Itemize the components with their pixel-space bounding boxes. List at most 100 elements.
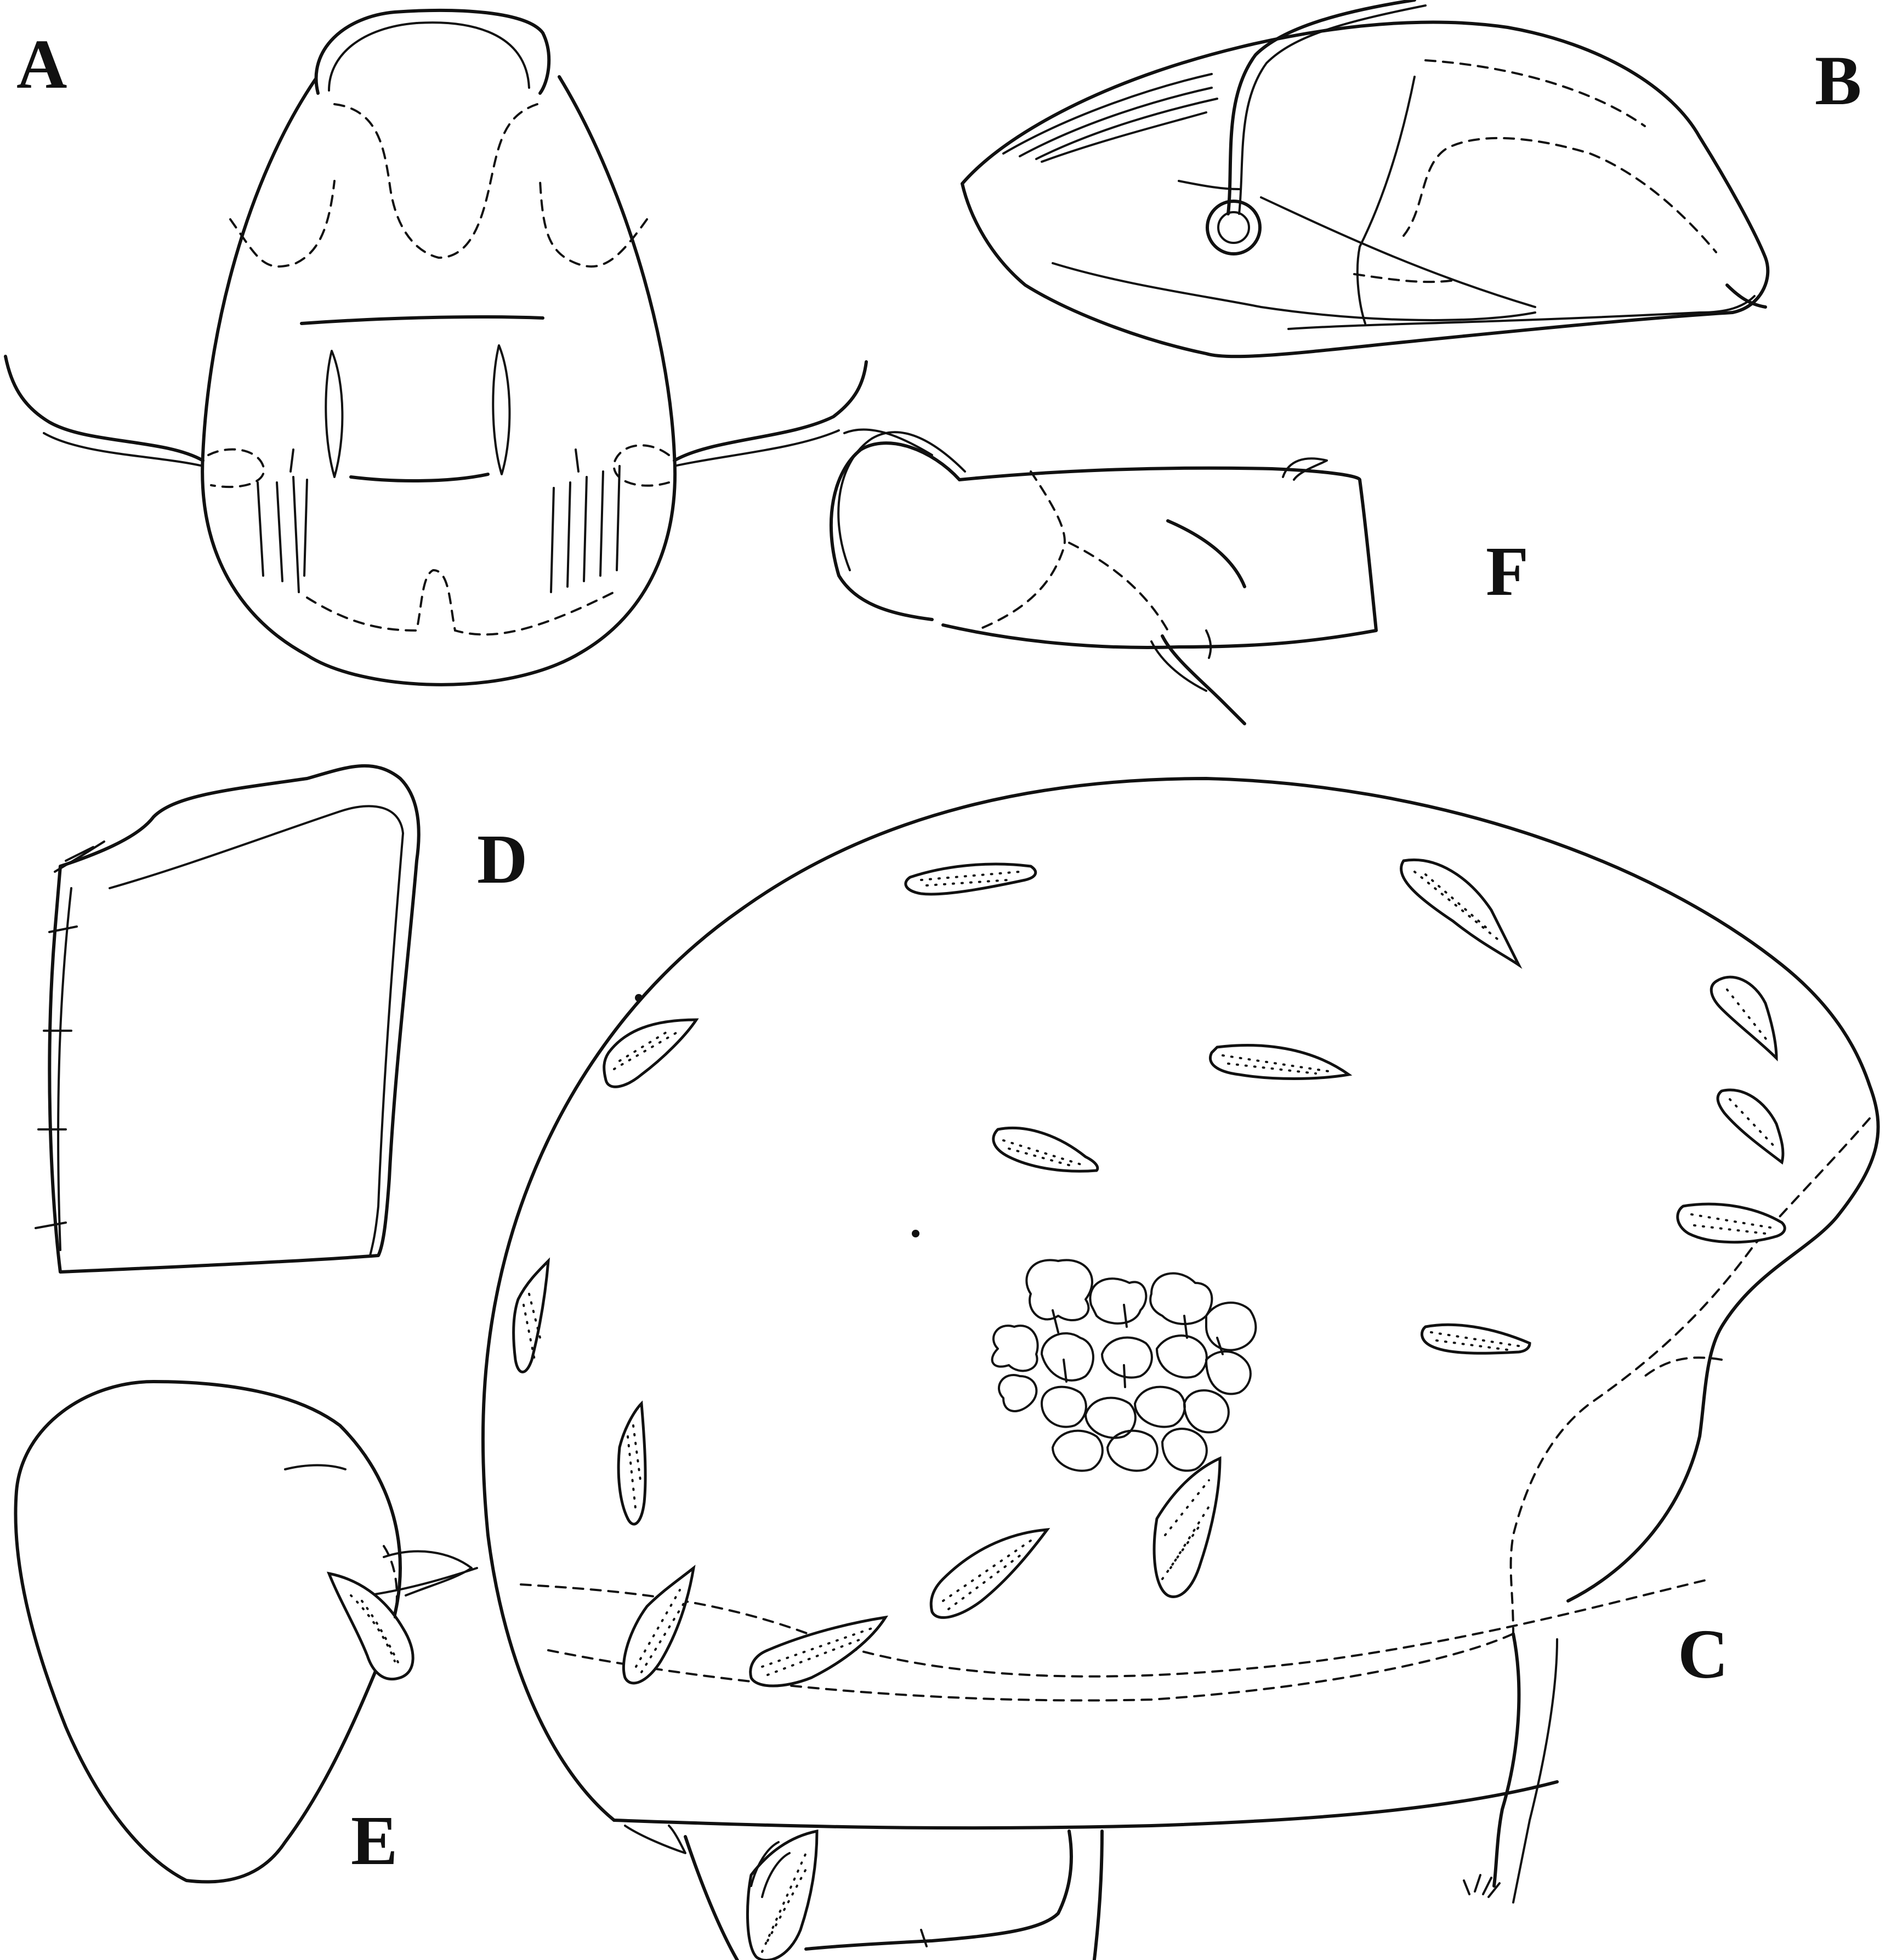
panel-b-bothridium [1206, 200, 1262, 255]
panel-c-scale-stipple [523, 871, 1778, 1676]
panel-b-outline [961, 20, 1770, 359]
panel-a-lamella-dashed [333, 103, 538, 259]
panel-e-dashed [383, 1545, 398, 1618]
panel-c-seta-scale [1716, 1088, 1785, 1165]
panel-b-bottom-line [1287, 295, 1756, 330]
panel-b-dashed-upper [1424, 59, 1646, 127]
panel-c-leg-right-outer [1492, 1632, 1521, 1888]
panel-c-seta-scale [617, 1400, 647, 1526]
panel-a-outline [201, 75, 677, 686]
panel-b-striae [1002, 73, 1218, 163]
panel-b-sensillus-inner [1238, 4, 1427, 215]
panel-f-hook [829, 441, 961, 621]
panel-c-dashed-right [1509, 1117, 1871, 1635]
panel-d-inner-right [369, 832, 404, 1257]
panel-c-dashed-branch [1644, 1356, 1723, 1377]
panel-f-seta-curve [1166, 519, 1246, 588]
panel-d-inner-top [109, 805, 404, 889]
panel-c-notogaster-outline [481, 777, 1880, 1822]
panel-c-seta-scale [1152, 1456, 1222, 1598]
panel-c-seta-scale [1676, 1202, 1786, 1244]
panel-a [4, 8, 868, 686]
panel-b-inner-line [1260, 196, 1536, 308]
panel-a-posterior-dashed [306, 569, 615, 636]
panel-a-sensillus-right [673, 360, 868, 462]
panel-c-puncta [912, 1230, 919, 1237]
panel-c-leg-scale [746, 1829, 819, 1960]
panel-c-seta-scale [603, 1018, 699, 1088]
panel-label-e: E [351, 1802, 397, 1879]
panel-c-seta-scale [622, 1564, 696, 1685]
panel-a-sensillus-left-inner [43, 432, 204, 467]
panel-c-seta-scale [929, 1528, 1050, 1619]
panel-f [829, 428, 1378, 725]
panel-a-striae-left [257, 448, 308, 593]
panel-a-translamella-right [539, 180, 648, 268]
panel-e-scale-dots [350, 1594, 401, 1668]
panel-a-sensillus-right-inner [673, 429, 840, 467]
panel-c-seta-scale [1209, 1044, 1353, 1080]
panel-e-outline [14, 1380, 402, 1884]
panel-c-dashed-upper [520, 1578, 1712, 1678]
panel-a-rostrum [314, 8, 551, 95]
panel-c-seta-scale [1710, 975, 1778, 1062]
panel-c-puncta [635, 994, 643, 1002]
panel-label-d: D [477, 820, 527, 898]
panel-e-seta-1 [383, 1550, 473, 1597]
panel-a-bar-lower [349, 473, 490, 482]
panel-b-lower-line [1052, 262, 1536, 321]
panel-f-dashed-2 [1068, 542, 1169, 632]
panel-d-setae [35, 840, 105, 1229]
panel-label-a: A [16, 25, 67, 103]
panel-f-hook-inner [837, 431, 966, 571]
panel-b-dashed-lower [1353, 273, 1460, 283]
panel-c-leg-left-inner [624, 1825, 686, 1854]
panel-a-seta-right [492, 344, 511, 475]
panel-e-inner-curve [284, 1464, 347, 1470]
panel-c-seta-scale [904, 862, 1037, 896]
panel-f-hook-outer [843, 428, 933, 456]
panel-a-sensillus-left [4, 355, 205, 462]
panel-c-leg-right-inner [1512, 1638, 1558, 1904]
panel-c-leg-right [1092, 1830, 1104, 1960]
panel-a-bothridium-right [612, 444, 670, 487]
panel-b-bothridium-inner [1217, 211, 1250, 244]
panel-e-seta-2 [366, 1567, 478, 1597]
panel-label-f: F [1486, 532, 1529, 610]
panel-c [481, 777, 1880, 1960]
panel-c-cerotegument [991, 1259, 1257, 1472]
panel-c-leg-mid-notch [920, 1929, 928, 1947]
panel-f-seta-bottom-2 [1150, 640, 1207, 692]
panel-c-leg-right-setae [1463, 1874, 1501, 1898]
panel-b-bothridium-line [1178, 180, 1240, 190]
panel-f-seta-bottom [1161, 634, 1246, 725]
panel-c-leg-mid [804, 1830, 1073, 1951]
panel-d-inner-left [57, 887, 72, 1251]
panel-c-leg-scale-dots [761, 1852, 810, 1953]
panel-label-c: C [1678, 1615, 1728, 1693]
panel-d [35, 764, 421, 1274]
panel-b [961, 0, 1770, 359]
panel-e [14, 1380, 478, 1884]
panel-d-outline [48, 764, 421, 1274]
panel-c-leg-left [684, 1835, 740, 1960]
panel-a-bar-upper [300, 315, 544, 325]
panel-a-translamella-left [229, 180, 336, 268]
panel-c-leg-claw [750, 1841, 791, 1898]
panel-c-cerotegument-hatch [1052, 1304, 1224, 1388]
panel-b-sensillus [1226, 0, 1416, 215]
panel-a-seta-left [325, 350, 344, 478]
panel-label-b: B [1815, 42, 1861, 120]
panel-b-vertical-line [1356, 76, 1416, 325]
panel-f-dashed-1 [975, 470, 1066, 632]
panel-a-rostrum-inner [328, 21, 530, 92]
panel-f-seta-top [1282, 457, 1328, 481]
panel-a-striae-right [550, 448, 621, 593]
panel-b-dashed-inner [1402, 137, 1717, 253]
panel-b-tip [1725, 283, 1767, 309]
panel-c-seta-scale [1400, 859, 1523, 969]
panel-c-seta-scale [512, 1257, 550, 1373]
panel-c-ventral-line [612, 1780, 1559, 1830]
panel-f-seta-right [1205, 629, 1212, 659]
